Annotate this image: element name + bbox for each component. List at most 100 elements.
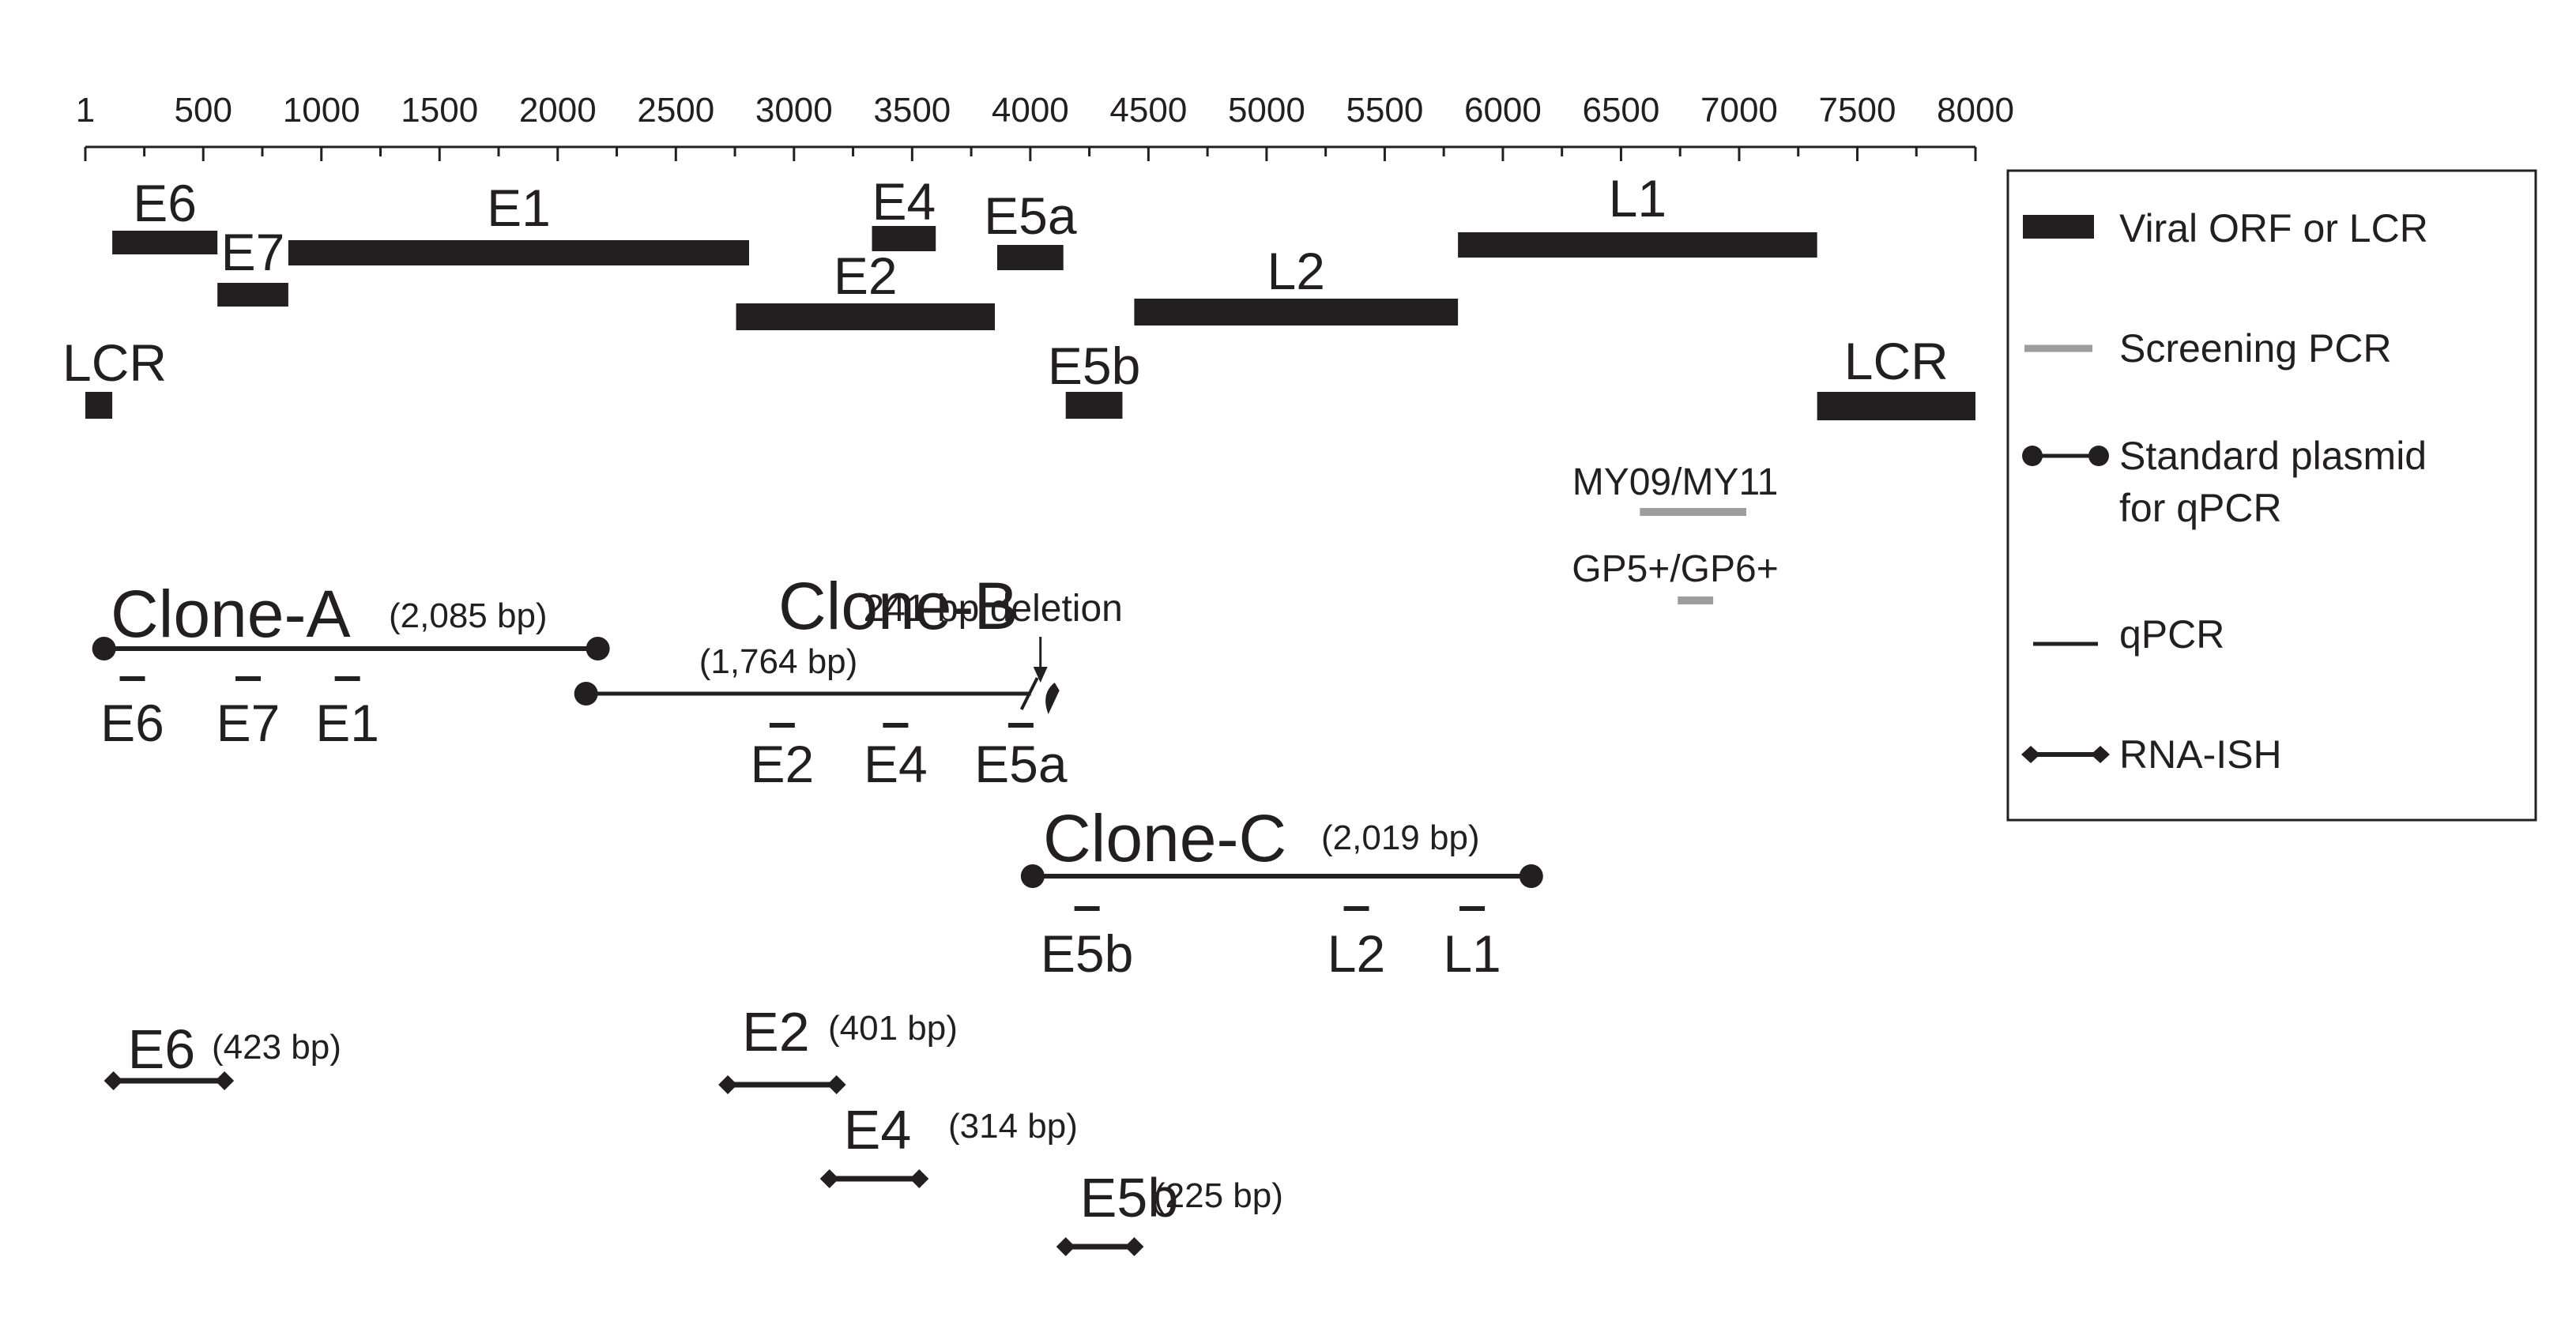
orf-bar [872,226,936,251]
clone-end-marker [1519,864,1543,888]
axis-tick-label: 2500 [637,91,714,130]
deletion-fragment [1045,683,1060,714]
orf-bar [288,240,749,265]
legend-label-standard-plasmid: Standard plasmid [2119,434,2427,478]
legend-label-screening-pcr: Screening PCR [2119,326,2392,371]
orf-label: E2 [834,246,898,305]
qpcr-label: E5a [974,735,1068,793]
rna-ish-end-right [827,1075,846,1094]
qpcr-label: E4 [864,735,928,793]
deletion-slash [1019,677,1039,710]
rna-ish-end-left [718,1075,738,1094]
axis-tick-label: 4500 [1109,91,1187,130]
rna-ish-end-left [1056,1237,1075,1256]
axis-tick-label: 5000 [1228,91,1305,130]
clone-end-marker [586,637,610,660]
rna-ish-label: E5b [1080,1167,1179,1229]
orf-bar [85,392,113,419]
orf-label: E7 [221,223,285,281]
orf-label: LCR [1844,332,1949,390]
axis-tick-label: 3500 [873,91,951,130]
axis-tick-label: 4000 [992,91,1069,130]
clone-size: (2,019 bp) [1321,818,1480,857]
rna-ish-end-left [819,1169,839,1188]
rna-ish-size: (225 bp) [1154,1176,1283,1215]
clone-size: (2,085 bp) [389,596,548,635]
legend-frame [2006,169,2537,822]
deletion-label: 241 bp deletion [864,588,1123,630]
orf-label: L2 [1267,242,1325,300]
qpcr-label: L2 [1328,924,1385,983]
legend: Viral ORF or LCR Screening PCR Standard … [2006,169,2537,822]
legend-label-qpcr: qPCR [2119,612,2224,657]
legend-label-rna-ish: RNA-ISH [2119,732,2282,777]
deletion-arrow-head [1033,667,1048,683]
qpcr-label: L1 [1443,924,1501,983]
rna-ish-end-right [1124,1237,1144,1256]
qpcr-label: E5b [1041,924,1133,983]
rna-ish-end-right [910,1169,929,1188]
legend-swatch-standard-plasmid-end-right [2088,446,2109,466]
orf-label: E5a [984,186,1077,245]
axis-tick-label: 7000 [1700,91,1778,130]
clone-name: Clone-B [778,569,1018,643]
clone-end-marker [574,682,598,706]
legend-swatch-rna-ish-diamond-right [2091,746,2110,763]
screening-pcr-label: GP5+/GP6+ [1572,548,1779,590]
rna-ish-end-right [215,1071,235,1090]
qpcr-label: E6 [100,694,164,752]
rna-ish-size: (314 bp) [948,1107,1078,1146]
legend-label-viral-orf: Viral ORF or LCR [2119,206,2428,250]
axis-tick-label: 500 [175,91,232,130]
clone-end-marker [92,637,116,660]
clone-end-marker [1020,864,1045,888]
screening-pcr-label: MY09/MY11 [1572,461,1779,503]
rna-ish-end-left [104,1071,123,1090]
orf-bar [1065,392,1123,419]
axis-tick-label: 6000 [1464,91,1542,130]
axis-tick-label: 1 [76,91,95,130]
qpcr-clone-track: Clone-A(2,085 bp)241 bp deletionClone-B(… [92,569,1543,983]
orf-label: L1 [1609,169,1666,228]
clone-size: (1,764 bp) [699,642,858,681]
rna-ish-size: (423 bp) [212,1028,341,1067]
orf-label: E4 [872,172,936,231]
qpcr-label: E1 [315,694,379,752]
legend-label-for-qpcr: for qPCR [2119,486,2282,530]
orf-label: E5b [1048,337,1140,395]
axis-tick-label: 1000 [283,91,360,130]
orf-label: LCR [62,333,167,392]
rna-ish-size: (401 bp) [828,1009,958,1048]
axis-tick-label: 3000 [755,91,833,130]
orf-label: E6 [133,174,197,232]
orf-label: E1 [487,179,551,237]
axis-tick-label: 8000 [1937,91,2014,130]
orf-bar [736,303,995,330]
qpcr-label: E7 [217,694,281,752]
orf-bar [112,231,218,254]
legend-swatch-rna-ish-diamond-left [2021,746,2040,763]
axis-tick-label: 6500 [1582,91,1659,130]
legend-swatch-viral-orf [2023,215,2094,239]
axis-tick-label: 7500 [1819,91,1896,130]
orf-bar [996,245,1064,270]
orf-bar [1817,392,1975,420]
rna-ish-label: E6 [128,1018,196,1080]
axis-tick-label: 5500 [1346,91,1423,130]
rna-ish-label: E2 [742,1001,810,1063]
clone-name: Clone-A [111,577,350,651]
legend-swatch-standard-plasmid-end-left [2022,446,2043,466]
orf-bar [1458,232,1817,258]
axis-tick-label: 1500 [401,91,478,130]
rna-ish-label: E4 [844,1099,912,1161]
clone-name: Clone-C [1043,801,1286,875]
qpcr-label: E2 [750,735,814,793]
rna-ish-track: E6 (423 bp) E2 (401 bp) E4 (314 bp)E5b(225 bp… [104,1001,1283,1256]
orf-bar [217,283,288,307]
axis-tick-label: 2000 [519,91,597,130]
